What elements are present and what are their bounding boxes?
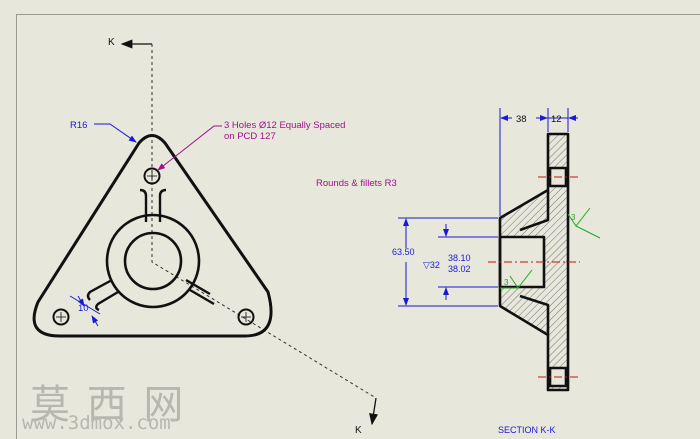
drawing-border	[16, 14, 700, 439]
bore-lower-limit: 38.02	[448, 264, 471, 274]
boss-dim-label: 10	[78, 303, 89, 314]
finish-label-2: 3	[504, 278, 509, 287]
boss-outer-circle	[105, 213, 201, 309]
dim-height: 63.50	[392, 247, 415, 257]
boss-dimension	[69, 295, 101, 327]
rounds-fillets-note: Rounds & fillets R3	[316, 178, 397, 189]
section-line	[151, 44, 377, 399]
bore-circle	[123, 231, 183, 291]
hole-left	[52, 308, 70, 326]
section-title: SECTION K-K	[498, 425, 556, 435]
holes-note-line2: on PCD 127	[224, 131, 276, 142]
watermark-url: www.3dmox.com	[22, 412, 171, 434]
radius-leader	[94, 123, 137, 143]
dim-top-left: 38	[516, 114, 527, 125]
front-view: R16 3 Holes Ø12 Equally Spaced on PCD 12…	[32, 39, 379, 426]
hole-top	[143, 167, 161, 185]
section-mark-top: K	[108, 37, 115, 48]
bore-depth: ▽32	[423, 260, 440, 270]
section-mark-bottom: K	[355, 425, 362, 436]
ribs	[86, 188, 215, 312]
section-view: 38 12 63.50 ▽32 38.10 38.02 3	[392, 108, 601, 392]
bore-upper-limit: 38.10	[448, 253, 471, 263]
finish-label-1: 3	[571, 213, 576, 222]
triangle-plate-outline	[32, 134, 273, 338]
section-arrow-bottom	[369, 397, 379, 426]
dim-top-right: 12	[551, 114, 562, 125]
holes-note-line1: 3 Holes Ø12 Equally Spaced	[224, 120, 345, 131]
finish-symbol-1	[567, 207, 601, 239]
hole-right	[237, 308, 255, 326]
holes-note-leader	[157, 125, 222, 171]
watermark-chinese: 莫 西 网	[30, 382, 186, 428]
radius-label: R16	[70, 120, 87, 131]
finish-symbol-2	[500, 269, 533, 289]
